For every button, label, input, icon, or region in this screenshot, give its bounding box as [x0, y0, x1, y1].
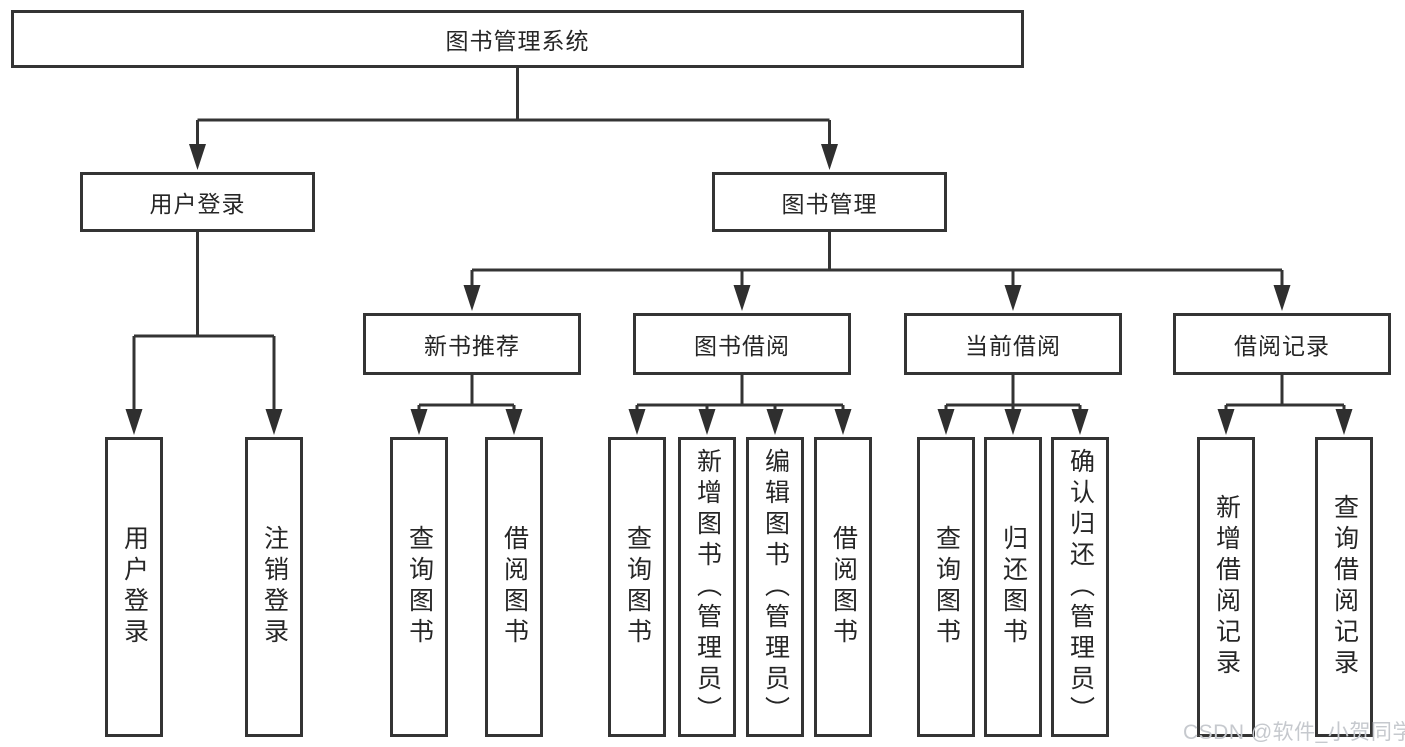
leaf-add-book-admin-label: 新增图书（管理员） — [693, 447, 722, 727]
leaf-current-query-books: 查询图书 — [917, 437, 975, 737]
csdn-watermark: CSDN @软件_小贺同学 — [1183, 721, 1405, 744]
leaf-borrowing-query-books: 查询图书 — [608, 437, 666, 737]
leaf-add-borrow-record: 新增借阅记录 — [1197, 437, 1255, 737]
node-book-management-label: 图书管理 — [781, 191, 878, 217]
node-new-book-recommendation: 新书推荐 — [363, 313, 581, 375]
node-root-label: 图书管理系统 — [445, 28, 590, 54]
node-book-management: 图书管理 — [712, 172, 947, 232]
leaf-confirm-return-admin-label: 确认归还（管理员） — [1066, 447, 1095, 727]
leaf-edit-book-admin: 编辑图书（管理员） — [746, 437, 804, 737]
node-user-login-label: 用户登录 — [149, 191, 246, 217]
leaf-newrec-query-books-label: 查询图书 — [405, 525, 434, 649]
leaf-newrec-query-books: 查询图书 — [390, 437, 448, 737]
leaf-add-book-admin: 新增图书（管理员） — [678, 437, 736, 737]
node-current-borrowing: 当前借阅 — [904, 313, 1122, 375]
node-current-borrowing-label: 当前借阅 — [965, 333, 1061, 359]
leaf-query-borrow-record-label: 查询借阅记录 — [1330, 494, 1359, 680]
node-root-system: 图书管理系统 — [11, 10, 1024, 68]
leaf-edit-book-admin-label: 编辑图书（管理员） — [761, 447, 790, 727]
leaf-user-login-label: 用户登录 — [120, 525, 149, 649]
leaf-query-borrow-record: 查询借阅记录 — [1315, 437, 1373, 737]
leaf-borrowing-borrow-books: 借阅图书 — [814, 437, 872, 737]
node-borrowing-records-label: 借阅记录 — [1234, 333, 1330, 359]
node-book-borrowing: 图书借阅 — [633, 313, 851, 375]
leaf-newrec-borrow-books-label: 借阅图书 — [500, 525, 529, 649]
leaf-current-query-books-label: 查询图书 — [932, 525, 961, 649]
leaf-logout: 注销登录 — [245, 437, 303, 737]
leaf-user-login: 用户登录 — [105, 437, 163, 737]
leaf-add-borrow-record-label: 新增借阅记录 — [1212, 494, 1241, 680]
node-book-borrowing-label: 图书借阅 — [694, 333, 790, 359]
leaf-confirm-return-admin: 确认归还（管理员） — [1051, 437, 1109, 737]
node-user-login: 用户登录 — [80, 172, 315, 232]
leaf-return-books: 归还图书 — [984, 437, 1042, 737]
leaf-newrec-borrow-books: 借阅图书 — [485, 437, 543, 737]
leaf-logout-label: 注销登录 — [260, 525, 289, 649]
node-new-book-recommendation-label: 新书推荐 — [424, 333, 520, 359]
leaf-return-books-label: 归还图书 — [999, 525, 1028, 649]
leaf-borrowing-query-books-label: 查询图书 — [623, 525, 652, 649]
node-borrowing-records: 借阅记录 — [1173, 313, 1391, 375]
leaf-borrowing-borrow-books-label: 借阅图书 — [829, 525, 858, 649]
